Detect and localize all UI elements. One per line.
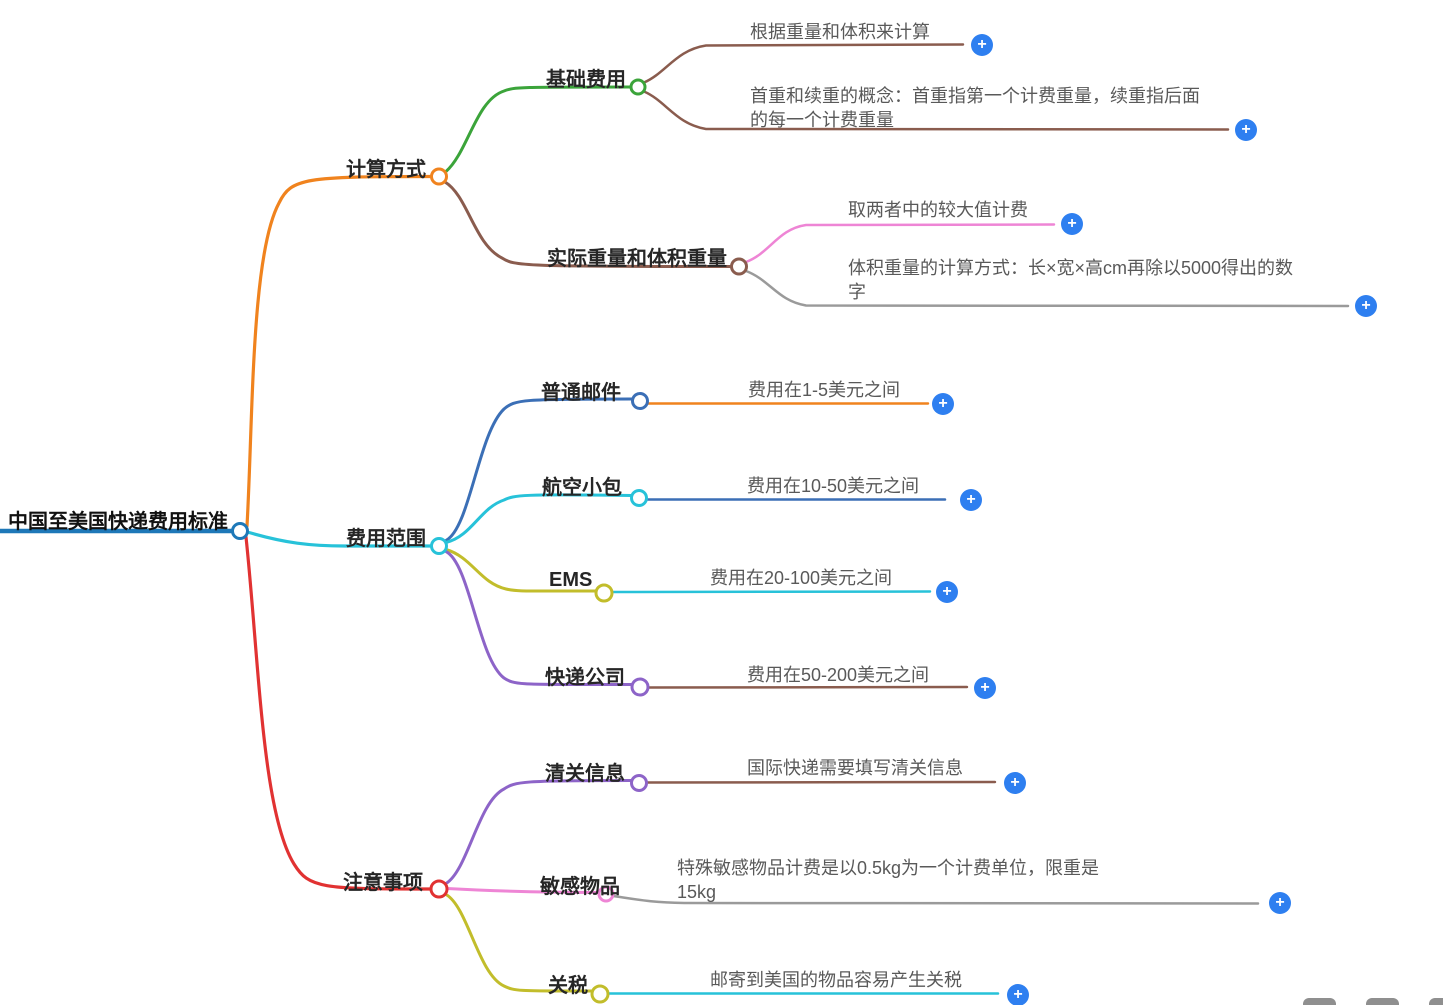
edge-base-fee-to-first-continued-weight (642, 90, 1230, 131)
add-child-button-air-parcel-fee[interactable]: + (960, 489, 982, 511)
collapse-handle-tariff[interactable] (590, 984, 610, 1004)
node-notes[interactable]: 注意事项 (343, 872, 423, 894)
add-child-button-take-larger-value[interactable]: + (1061, 213, 1083, 235)
node-base-fee[interactable]: 基础费用 (546, 69, 626, 91)
node-sensitive-items[interactable]: 敏感物品 (540, 876, 620, 898)
toolbar-button-partial-2[interactable] (1366, 998, 1399, 1005)
collapse-handle-air-parcel[interactable] (630, 489, 648, 507)
edge-actual-to-volume-weight-formula (744, 269, 1350, 308)
edge-root-to-notes (244, 535, 433, 891)
add-child-button-customs-info-note[interactable]: + (1004, 772, 1026, 794)
collapse-handle-calculation-method[interactable] (430, 167, 448, 186)
node-courier-company[interactable]: 快递公司 (545, 667, 625, 689)
node-ems-fee[interactable]: 费用在20-100美元之间 (710, 568, 893, 588)
edge-root-to-calculation-method (245, 174, 433, 528)
edge-notes-to-customs-info (444, 779, 633, 885)
edge-fee-range-to-ordinary-mail (444, 397, 634, 542)
add-child-button-ems-fee[interactable]: + (936, 581, 958, 603)
root-node[interactable]: 中国至美国快递费用标准 (8, 511, 228, 533)
node-actual-vs-volume-weight[interactable]: 实际重量和体积重量 (547, 248, 727, 270)
node-ordinary-mail[interactable]: 普通邮件 (541, 382, 621, 404)
collapse-handle-courier-company[interactable] (630, 677, 650, 697)
collapse-handle-base-fee[interactable] (629, 78, 647, 96)
node-sensitive-items-note[interactable]: 特殊敏感物品计费是以0.5kg为一个计费单位，限重是 15kg (677, 858, 1100, 902)
edge-customs-info-to-note (645, 780, 997, 784)
collapse-handle-ems[interactable] (594, 583, 614, 603)
node-first-continued-weight[interactable]: 首重和续重的概念：首重指第一个计费重量，续重指后面 的每一个计费重量 (750, 86, 1200, 130)
add-child-button-volume-weight-formula[interactable]: + (1355, 295, 1377, 317)
add-child-button-weight-volume-calc[interactable]: + (971, 34, 993, 56)
collapse-handle-sensitive-items[interactable] (597, 885, 615, 903)
add-child-button-tariff-note[interactable]: + (1007, 984, 1029, 1005)
node-courier-company-fee[interactable]: 费用在50-200美元之间 (747, 665, 930, 685)
node-take-larger-value[interactable]: 取两者中的较大值计费 (848, 200, 1028, 220)
toolbar-button-partial-1[interactable] (1303, 998, 1336, 1005)
edge-sensitive-items-to-note (611, 894, 1260, 905)
edge-fee-range-to-courier-company (444, 550, 634, 687)
collapse-handle-fee-range[interactable] (430, 537, 448, 555)
toolbar-button-partial-3[interactable] (1429, 998, 1443, 1005)
edge-ems-to-fee (610, 590, 932, 594)
add-child-button-sensitive-items-note[interactable]: + (1269, 892, 1291, 914)
node-weight-volume-calc[interactable]: 根据重量和体积来计算 (750, 22, 930, 42)
edge-notes-to-tariff (444, 893, 594, 993)
edge-calculation-to-actual-vs-volume (443, 180, 733, 268)
collapse-handle-customs-info[interactable] (630, 774, 648, 792)
node-calculation-method[interactable]: 计算方式 (346, 159, 426, 181)
edge-fee-range-to-ems (444, 548, 598, 593)
node-customs-info-note[interactable]: 国际快递需要填写清关信息 (747, 758, 963, 778)
edge-base-fee-to-weight-volume-calc (642, 43, 965, 84)
collapse-handle-notes[interactable] (429, 879, 449, 899)
collapse-handle-root[interactable] (231, 522, 249, 540)
node-tariff-note[interactable]: 邮寄到美国的物品容易产生关税 (710, 970, 962, 990)
node-ems[interactable]: EMS (549, 569, 593, 591)
node-tariff[interactable]: 关税 (548, 975, 588, 997)
add-child-button-ordinary-mail-fee[interactable]: + (932, 393, 954, 415)
node-fee-range[interactable]: 费用范围 (346, 528, 426, 550)
node-air-parcel[interactable]: 航空小包 (542, 477, 622, 499)
edge-fee-range-to-air-parcel (444, 493, 634, 544)
node-volume-weight-formula[interactable]: 体积重量的计算方式：长×宽×高cm再除以5000得出的数 字 (848, 258, 1294, 302)
add-child-button-first-continued-weight[interactable]: + (1235, 119, 1257, 141)
node-ordinary-mail-fee[interactable]: 费用在1-5美元之间 (748, 380, 901, 400)
collapse-handle-actual-vs-volume[interactable] (730, 257, 748, 276)
edge-actual-to-take-larger-value (744, 223, 1056, 264)
add-child-button-courier-company-fee[interactable]: + (974, 677, 996, 699)
collapse-handle-ordinary-mail[interactable] (631, 392, 649, 410)
edge-courier-company-to-fee (646, 685, 969, 689)
edge-notes-to-sensitive-items (445, 887, 601, 894)
node-customs-info[interactable]: 清关信息 (545, 763, 625, 785)
edge-calculation-to-base-fee (444, 85, 633, 173)
edge-root-to-fee-range (247, 530, 433, 548)
node-air-parcel-fee[interactable]: 费用在10-50美元之间 (747, 476, 920, 496)
